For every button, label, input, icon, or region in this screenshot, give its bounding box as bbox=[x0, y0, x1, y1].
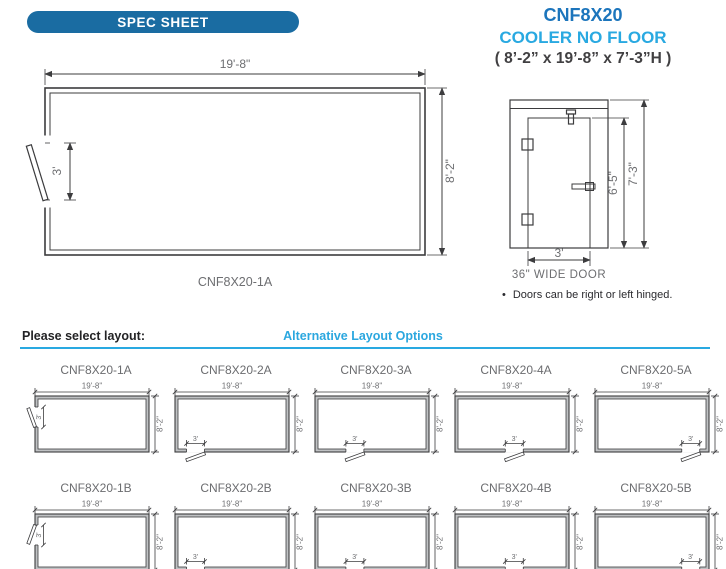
product-title-block: CNF8X20 COOLER NO FLOOR ( 8’-2” x 19’-8”… bbox=[440, 4, 726, 68]
elevation-door-width-dimension: 3' bbox=[527, 246, 591, 266]
plan-width-dimension: 19'-8" bbox=[44, 57, 426, 85]
product-model: CNF8X20 bbox=[543, 5, 623, 25]
svg-text:19'-8": 19'-8" bbox=[82, 382, 103, 391]
bullet-icon: • bbox=[502, 289, 506, 301]
layout-thumb-label: CNF8X20-5B bbox=[620, 481, 692, 495]
elevation-total-height-dimension: 7'-3" bbox=[610, 99, 649, 249]
layout-thumb-drawing: 19'-8" 8'-2" 3' bbox=[592, 500, 725, 569]
layout-option-CNF8X20-1B[interactable]: CNF8X20-1B 19'-8" 8'-2" 3' bbox=[26, 480, 166, 569]
plan-depth-label: 8'-2" bbox=[443, 159, 457, 183]
plan-depth-dimension: 8'-2" bbox=[427, 87, 457, 256]
layout-thumb-drawing: 19'-8" 8'-2" 3' bbox=[312, 500, 445, 569]
plan-view-drawing: 19'-8" 3' 8'-2" CNF8X20-1A bbox=[25, 57, 457, 289]
svg-text:3': 3' bbox=[688, 554, 693, 561]
door-hinge-note: • Doors can be right or left hinged. bbox=[502, 289, 672, 302]
layout-thumb-label: CNF8X20-1A bbox=[60, 363, 132, 377]
svg-text:19'-8": 19'-8" bbox=[362, 382, 383, 391]
door-handle bbox=[571, 183, 596, 190]
plan-door bbox=[25, 135, 52, 208]
section-divider bbox=[20, 347, 710, 349]
select-layout-prompt: Please select layout: bbox=[22, 329, 145, 343]
svg-text:8'-2": 8'-2" bbox=[296, 416, 305, 432]
door-hinge-top bbox=[521, 138, 534, 151]
svg-text:3': 3' bbox=[36, 532, 43, 537]
svg-text:19'-8": 19'-8" bbox=[222, 500, 243, 509]
layout-thumb-label: CNF8X20-3A bbox=[340, 363, 412, 377]
elevation-caption: 36" WIDE DOOR bbox=[512, 269, 606, 281]
total-height-label: 7'-3" bbox=[626, 162, 640, 186]
layout-thumb-drawing: 19'-8" 8'-2" 3' bbox=[592, 382, 725, 463]
layout-thumb-drawing: 19'-8" 8'-2" 3' bbox=[452, 500, 585, 569]
svg-text:3': 3' bbox=[36, 414, 43, 419]
layout-thumb-label: CNF8X20-4A bbox=[480, 363, 552, 377]
svg-text:3': 3' bbox=[688, 436, 693, 443]
layout-options-grid: CNF8X20-1A 19'-8" 8'-2" 3' CNF8X20-2A 19'-8" 8… bbox=[26, 362, 726, 569]
svg-text:3': 3' bbox=[352, 436, 357, 443]
svg-text:19'-8": 19'-8" bbox=[502, 382, 523, 391]
door-hinge-note-text: Doors can be right or left hinged. bbox=[512, 289, 673, 301]
door-hinge-bottom bbox=[521, 213, 534, 226]
layout-option-CNF8X20-5A[interactable]: CNF8X20-5A 19'-8" 8'-2" 3' bbox=[586, 362, 726, 480]
alternative-layout-heading: Alternative Layout Options bbox=[283, 329, 443, 343]
svg-text:3': 3' bbox=[352, 554, 357, 561]
layout-thumb-label: CNF8X20-4B bbox=[480, 481, 552, 495]
svg-text:8'-2": 8'-2" bbox=[716, 534, 725, 550]
svg-text:8'-2": 8'-2" bbox=[436, 534, 445, 550]
layout-thumb-drawing: 19'-8" 8'-2" 3' bbox=[26, 500, 165, 569]
plan-width-label: 19'-8" bbox=[220, 57, 251, 71]
svg-text:3': 3' bbox=[512, 436, 517, 443]
layout-option-CNF8X20-2B[interactable]: CNF8X20-2B 19'-8" 8'-2" 3' bbox=[166, 480, 306, 569]
svg-text:19'-8": 19'-8" bbox=[502, 500, 523, 509]
layout-thumb-drawing: 19'-8" 8'-2" 3' bbox=[172, 500, 305, 569]
product-name: COOLER NO FLOOR bbox=[499, 27, 667, 47]
elevation-door bbox=[521, 109, 596, 249]
svg-text:3': 3' bbox=[193, 436, 198, 443]
elevation-door-height-dimension: 6'-5" bbox=[592, 117, 629, 249]
svg-text:3': 3' bbox=[193, 554, 198, 561]
layout-thumb-drawing: 19'-8" 8'-2" 3' bbox=[312, 382, 445, 463]
plan-door-leaf bbox=[25, 143, 49, 202]
svg-text:8'-2": 8'-2" bbox=[156, 534, 165, 550]
spec-sheet-banner: SPEC SHEET bbox=[27, 11, 299, 33]
layout-thumb-drawing: 19'-8" 8'-2" 3' bbox=[452, 382, 585, 463]
product-dimensions: ( 8’-2” x 19’-8” x 7’-3”H ) bbox=[494, 49, 672, 67]
layout-option-CNF8X20-3B[interactable]: CNF8X20-3B 19'-8" 8'-2" 3' bbox=[306, 480, 446, 569]
svg-text:8'-2": 8'-2" bbox=[156, 416, 165, 432]
svg-text:8'-2": 8'-2" bbox=[576, 416, 585, 432]
plan-door-width-label: 3' bbox=[50, 167, 64, 176]
svg-text:3': 3' bbox=[512, 554, 517, 561]
layout-option-CNF8X20-5B[interactable]: CNF8X20-5B 19'-8" 8'-2" 3' bbox=[586, 480, 726, 569]
layout-thumb-drawing: 19'-8" 8'-2" 3' bbox=[26, 382, 165, 455]
elevation-box bbox=[509, 99, 609, 249]
layout-option-CNF8X20-3A[interactable]: CNF8X20-3A 19'-8" 8'-2" 3' bbox=[306, 362, 446, 480]
door-height-label: 6'-5" bbox=[606, 171, 620, 195]
layout-option-CNF8X20-4A[interactable]: CNF8X20-4A 19'-8" 8'-2" 3' bbox=[446, 362, 586, 480]
layout-thumb-drawing: 19'-8" 8'-2" 3' bbox=[172, 382, 305, 463]
elevation-drawing: 6'-5" 7'-3" 3' 36" WIDE DOOR bbox=[509, 99, 649, 281]
layout-thumb-label: CNF8X20-2B bbox=[200, 481, 272, 495]
spec-sheet-banner-label: SPEC SHEET bbox=[117, 14, 209, 30]
layout-thumb-label: CNF8X20-2A bbox=[200, 363, 272, 377]
plan-room-outline bbox=[44, 87, 426, 256]
svg-text:8'-2": 8'-2" bbox=[296, 534, 305, 550]
layout-thumb-label: CNF8X20-3B bbox=[340, 481, 412, 495]
svg-text:8'-2": 8'-2" bbox=[716, 416, 725, 432]
svg-text:8'-2": 8'-2" bbox=[576, 534, 585, 550]
plan-caption: CNF8X20-1A bbox=[198, 275, 273, 289]
svg-text:19'-8": 19'-8" bbox=[642, 382, 663, 391]
svg-text:19'-8": 19'-8" bbox=[362, 500, 383, 509]
svg-text:19'-8": 19'-8" bbox=[82, 500, 103, 509]
layout-thumb-label: CNF8X20-5A bbox=[620, 363, 692, 377]
layout-thumb-label: CNF8X20-1B bbox=[60, 481, 132, 495]
layout-option-CNF8X20-4B[interactable]: CNF8X20-4B 19'-8" 8'-2" 3' bbox=[446, 480, 586, 569]
layout-option-CNF8X20-1A[interactable]: CNF8X20-1A 19'-8" 8'-2" 3' bbox=[26, 362, 166, 480]
elevation-door-width-label: 3' bbox=[555, 246, 564, 260]
svg-text:19'-8": 19'-8" bbox=[222, 382, 243, 391]
plan-door-dimension: 3' bbox=[50, 142, 76, 201]
layout-option-CNF8X20-2A[interactable]: CNF8X20-2A 19'-8" 8'-2" 3' bbox=[166, 362, 306, 480]
svg-text:8'-2": 8'-2" bbox=[436, 416, 445, 432]
svg-text:19'-8": 19'-8" bbox=[642, 500, 663, 509]
